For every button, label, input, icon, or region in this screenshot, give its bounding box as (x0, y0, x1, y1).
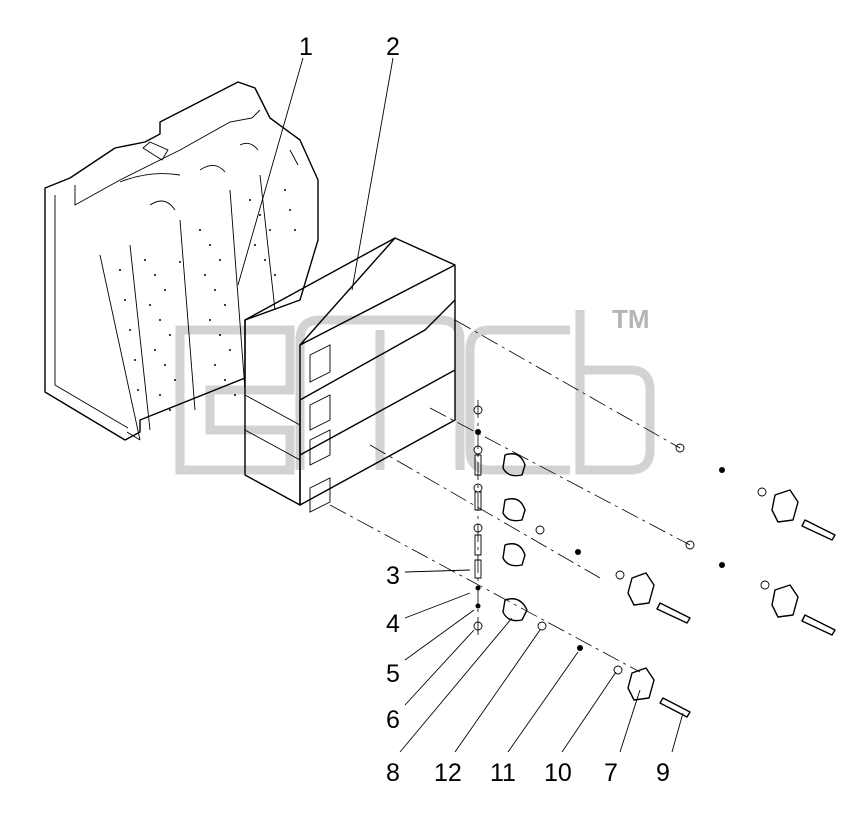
callout-10: 10 (544, 759, 572, 787)
callout-7: 7 (604, 759, 618, 787)
callout-5: 5 (386, 660, 400, 688)
watermark-trademark: TM (612, 304, 650, 334)
callout-2: 2 (386, 33, 400, 61)
callout-6: 6 (386, 706, 400, 734)
counterweight-blocks-part (244, 237, 456, 513)
perforation-pattern (119, 189, 296, 411)
fastener-group-top-right (675, 443, 836, 541)
callout-11: 11 (490, 759, 516, 787)
callout-12: 12 (434, 759, 462, 787)
perforated-cover-part (44, 81, 319, 441)
callout-9: 9 (656, 759, 670, 787)
watermark-logo (175, 310, 655, 475)
callout-3: 3 (386, 562, 400, 590)
assembly-axis-lines (329, 319, 691, 673)
fastener-group-bottom (537, 621, 691, 718)
callout-1: 1 (299, 33, 313, 61)
fastener-group-middle-right (685, 540, 836, 636)
fastener-group-middle (535, 525, 691, 624)
callout-4: 4 (386, 610, 400, 638)
leader-lines (237, 57, 684, 753)
rubber-bumpers (502, 453, 528, 622)
callout-8: 8 (386, 759, 400, 787)
